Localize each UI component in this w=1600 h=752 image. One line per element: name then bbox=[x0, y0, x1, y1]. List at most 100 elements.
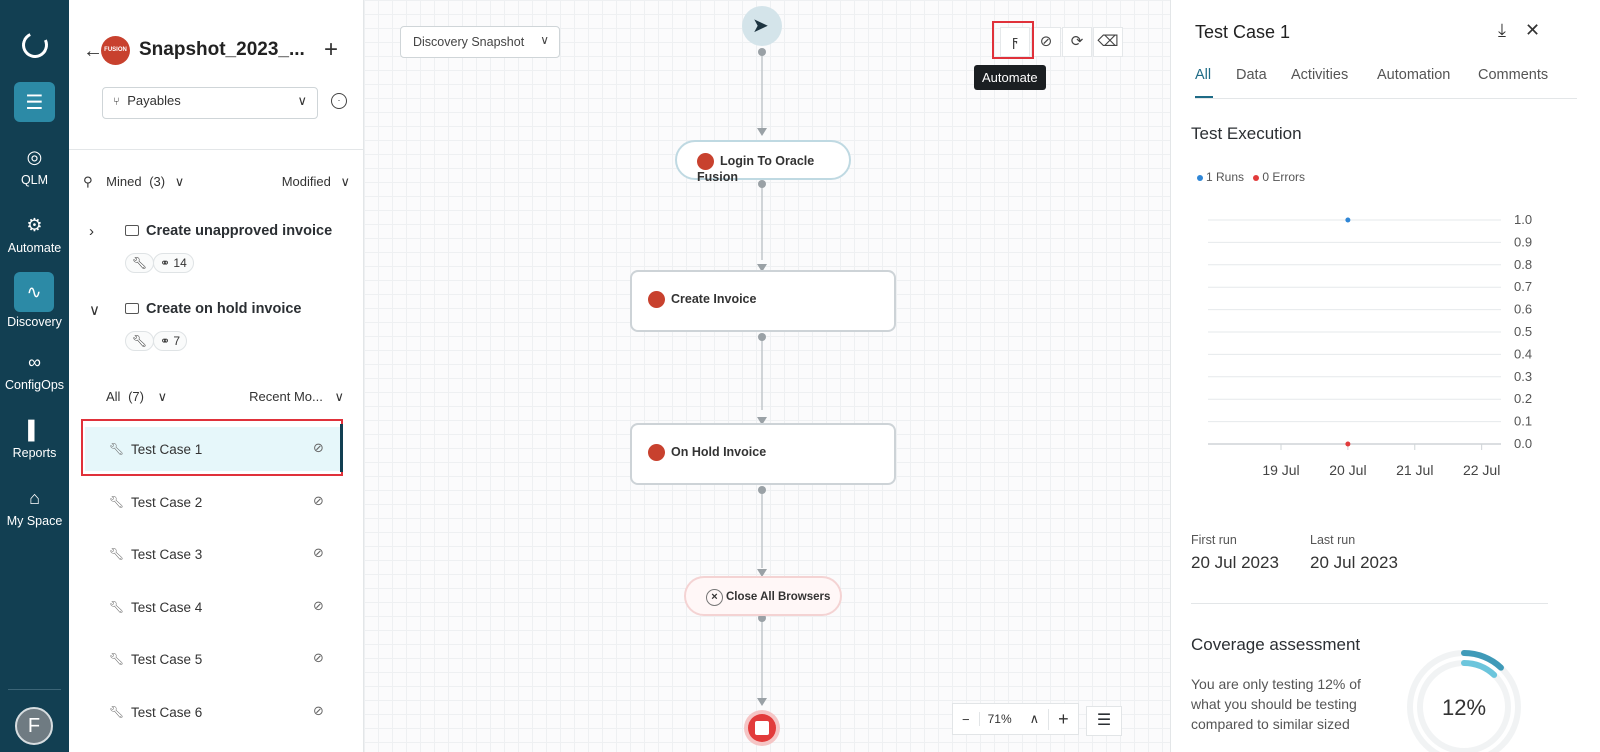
coverage-percent: 12% bbox=[1442, 695, 1486, 720]
back-arrow-icon[interactable]: ← bbox=[83, 40, 103, 62]
sort-recent-dropdown[interactable]: Recent Mo... ∨ bbox=[249, 389, 344, 405]
coverage-gauge: 12% bbox=[1407, 650, 1521, 752]
chevron-up-icon[interactable]: ∧ bbox=[1029, 711, 1040, 726]
start-node[interactable] bbox=[742, 6, 782, 46]
automate-button[interactable]: ϝ bbox=[1000, 27, 1030, 57]
mined-label: Mined bbox=[106, 174, 142, 189]
nav-item-qlm[interactable]: ◎ QLM bbox=[0, 146, 69, 187]
tab-all[interactable]: All bbox=[1195, 67, 1212, 83]
layers-button[interactable]: ☰ bbox=[1086, 706, 1122, 736]
process-select-value: Payables bbox=[127, 93, 181, 108]
test-case-item[interactable]: 🔧︎ Test Case 1 ⊘ bbox=[85, 427, 343, 471]
chevron-down-icon: ∨ bbox=[334, 389, 344, 404]
close-icon[interactable]: ✕ bbox=[1524, 20, 1541, 40]
mined-filter[interactable]: ⚲ Mined (3) ∨ bbox=[83, 174, 184, 190]
y-tick-label: 0.8 bbox=[1514, 257, 1532, 272]
all-filter[interactable]: All (7) ∨ bbox=[106, 389, 167, 405]
rail-divider bbox=[8, 689, 61, 690]
zoom-in-button[interactable]: + bbox=[1048, 708, 1078, 730]
tab-activities[interactable]: Activities bbox=[1291, 67, 1349, 83]
zoom-out-button[interactable]: − bbox=[962, 711, 970, 727]
chevron-down-icon: ∨ bbox=[174, 174, 185, 189]
tab-automation[interactable]: Automation bbox=[1377, 67, 1451, 83]
test-case-name: Test Case 2 bbox=[131, 495, 203, 510]
x-tick-label: 21 Jul bbox=[1396, 462, 1433, 478]
chevron-down-icon[interactable]: ∨ bbox=[89, 302, 100, 319]
eye-off-icon[interactable]: ⊘ bbox=[313, 545, 324, 560]
test-case-item[interactable]: 🔧︎ Test Case 5 ⊘ bbox=[85, 637, 343, 681]
test-execution-title: Test Execution bbox=[1191, 124, 1302, 143]
legend-errors[interactable]: 0 Errors bbox=[1253, 170, 1305, 184]
refresh-button[interactable]: ⟳ bbox=[1062, 27, 1092, 57]
tab-comments[interactable]: Comments bbox=[1478, 67, 1549, 83]
eye-off-icon: ⊘ bbox=[1039, 33, 1053, 50]
discovery-icon: ∿ bbox=[14, 272, 54, 312]
last-run-value: 20 Jul 2023 bbox=[1310, 553, 1398, 572]
eye-off-icon[interactable]: ⊘ bbox=[313, 703, 324, 718]
test-case-name: Test Case 6 bbox=[131, 705, 203, 720]
eye-off-icon[interactable]: ⊘ bbox=[313, 493, 324, 508]
first-run-value: 20 Jul 2023 bbox=[1191, 553, 1279, 572]
y-tick-label: 0.5 bbox=[1514, 324, 1532, 339]
nav-item-label: Reports bbox=[12, 446, 57, 460]
eye-off-icon[interactable]: ⊘ bbox=[313, 650, 324, 665]
legend-errors-label: 0 Errors bbox=[1262, 170, 1306, 184]
app-logo-icon[interactable] bbox=[18, 28, 52, 62]
nav-item-my-space[interactable]: ⌂ My Space bbox=[0, 487, 69, 528]
oracle-fusion-logo-icon: FUSION bbox=[101, 36, 130, 65]
flow-diagram bbox=[742, 6, 782, 746]
eye-off-icon[interactable]: ⊘ bbox=[313, 440, 324, 455]
avatar[interactable]: F bbox=[15, 707, 53, 745]
flow-node-on-hold-invoice[interactable]: On Hold Invoice bbox=[630, 423, 896, 485]
flow-node-login[interactable]: Login To Oracle Fusion bbox=[675, 140, 851, 184]
data-point-errors[interactable] bbox=[1345, 441, 1351, 447]
panel-title: Test Case 1 bbox=[1195, 22, 1291, 42]
menu-icon[interactable]: ☰ bbox=[14, 82, 55, 122]
nav-item-automate[interactable]: ⚙ Automate bbox=[0, 214, 69, 255]
x-tick-label: 20 Jul bbox=[1329, 462, 1366, 478]
add-icon[interactable]: + bbox=[324, 36, 339, 63]
group-create-unapproved-invoice[interactable]: › Create unapproved invoice 🔧︎ ⚭ 14 bbox=[83, 223, 353, 275]
nav-item-configops[interactable]: ∞ ConfigOps bbox=[0, 351, 69, 392]
close-circle-icon: × bbox=[706, 589, 723, 606]
all-count: (7) bbox=[128, 389, 144, 404]
test-case-item[interactable]: 🔧︎ Test Case 4 ⊘ bbox=[85, 585, 343, 629]
sort-modified-dropdown[interactable]: Modified ∨ bbox=[282, 174, 350, 190]
x-tick-label: 19 Jul bbox=[1262, 462, 1299, 478]
mined-filter-row: ⚲ Mined (3) ∨ Modified ∨ bbox=[69, 170, 364, 194]
node-label: Close All Browsers bbox=[726, 591, 831, 603]
clear-button[interactable]: ⌫ bbox=[1093, 27, 1123, 57]
nav-item-reports[interactable]: ▌ Reports bbox=[0, 419, 69, 460]
group-create-on-hold-invoice[interactable]: ∨ Create on hold invoice 🔧︎ ⚭ 7 bbox=[83, 301, 353, 353]
automate-highlight bbox=[992, 21, 1034, 59]
test-case-item[interactable]: 🔧︎ Test Case 2 ⊘ bbox=[85, 480, 343, 524]
group-name: Create unapproved invoice bbox=[146, 223, 333, 239]
legend-runs[interactable]: 1 Runs bbox=[1197, 170, 1244, 184]
nav-item-discovery[interactable]: ∿ Discovery bbox=[0, 272, 69, 329]
test-execution-chart: 1.00.90.80.70.60.50.40.30.20.10.0 19 Jul… bbox=[1208, 212, 1532, 478]
zoom-level[interactable]: 71% bbox=[978, 712, 1021, 726]
snapshot-dropdown[interactable]: Discovery Snapshot ∨ bbox=[400, 26, 560, 58]
download-icon[interactable]: ⤓ bbox=[1498, 20, 1506, 40]
eye-off-icon[interactable]: ⊘ bbox=[313, 598, 324, 613]
tab-data[interactable]: Data bbox=[1236, 67, 1267, 83]
flow-canvas[interactable]: Discovery Snapshot ∨ ➤ Login To Oracle F… bbox=[364, 0, 1170, 752]
data-point-runs[interactable] bbox=[1345, 217, 1351, 223]
all-label: All bbox=[106, 389, 121, 404]
chevron-right-icon[interactable]: › bbox=[89, 223, 94, 240]
flow-node-create-invoice[interactable]: Create Invoice bbox=[630, 270, 896, 332]
y-tick-label: 0.1 bbox=[1514, 414, 1532, 429]
home-icon: ⌂ bbox=[29, 488, 40, 508]
test-case-item[interactable]: 🔧︎ Test Case 6 ⊘ bbox=[85, 690, 343, 734]
history-icon[interactable]: · bbox=[331, 93, 347, 109]
refresh-icon: ⟳ bbox=[1070, 33, 1084, 50]
hide-button[interactable]: ⊘ bbox=[1031, 27, 1061, 57]
flow-node-close-browsers[interactable]: ×Close All Browsers bbox=[684, 576, 842, 616]
snapshot-title: Snapshot_2023_... bbox=[139, 39, 305, 60]
test-case-item[interactable]: 🔧︎ Test Case 3 ⊘ bbox=[85, 532, 343, 576]
panel-divider bbox=[1191, 603, 1548, 604]
group-count: 7 bbox=[173, 334, 181, 348]
nav-item-label: My Space bbox=[6, 514, 63, 528]
group-name: Create on hold invoice bbox=[146, 301, 302, 317]
process-select[interactable]: ⑂ Payables ∨ bbox=[102, 87, 318, 119]
